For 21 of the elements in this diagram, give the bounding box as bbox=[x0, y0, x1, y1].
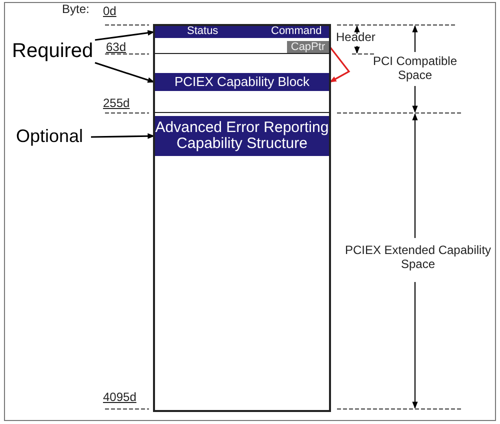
offset-label: 63d bbox=[106, 40, 128, 54]
field-label: Command bbox=[271, 25, 322, 37]
register-bar bbox=[155, 26, 329, 38]
capability-block: PCIEX Capability Block bbox=[155, 73, 329, 91]
offset-label: 0d bbox=[103, 4, 118, 18]
arrow bbox=[90, 133, 155, 139]
pointer-arrow bbox=[329, 46, 350, 83]
offset-label: 255d bbox=[103, 96, 131, 110]
region-label: PCIEX Extended Capability Space bbox=[344, 243, 492, 271]
callout-text: Optional bbox=[16, 126, 90, 148]
arrow bbox=[94, 62, 155, 83]
memory-map-column bbox=[153, 24, 331, 412]
pointer-tag: CapPtr bbox=[287, 41, 329, 53]
arrow bbox=[94, 30, 155, 41]
region-label: PCI Compatible Space bbox=[372, 54, 458, 82]
capability-block: Advanced Error Reporting Capability Structure bbox=[155, 116, 329, 156]
offset-label: 4095d bbox=[103, 390, 138, 404]
byte-label: Byte: bbox=[62, 2, 90, 16]
callout-text: Required bbox=[12, 40, 94, 64]
region-label: Header bbox=[336, 30, 376, 44]
field-label: Status bbox=[187, 25, 218, 37]
